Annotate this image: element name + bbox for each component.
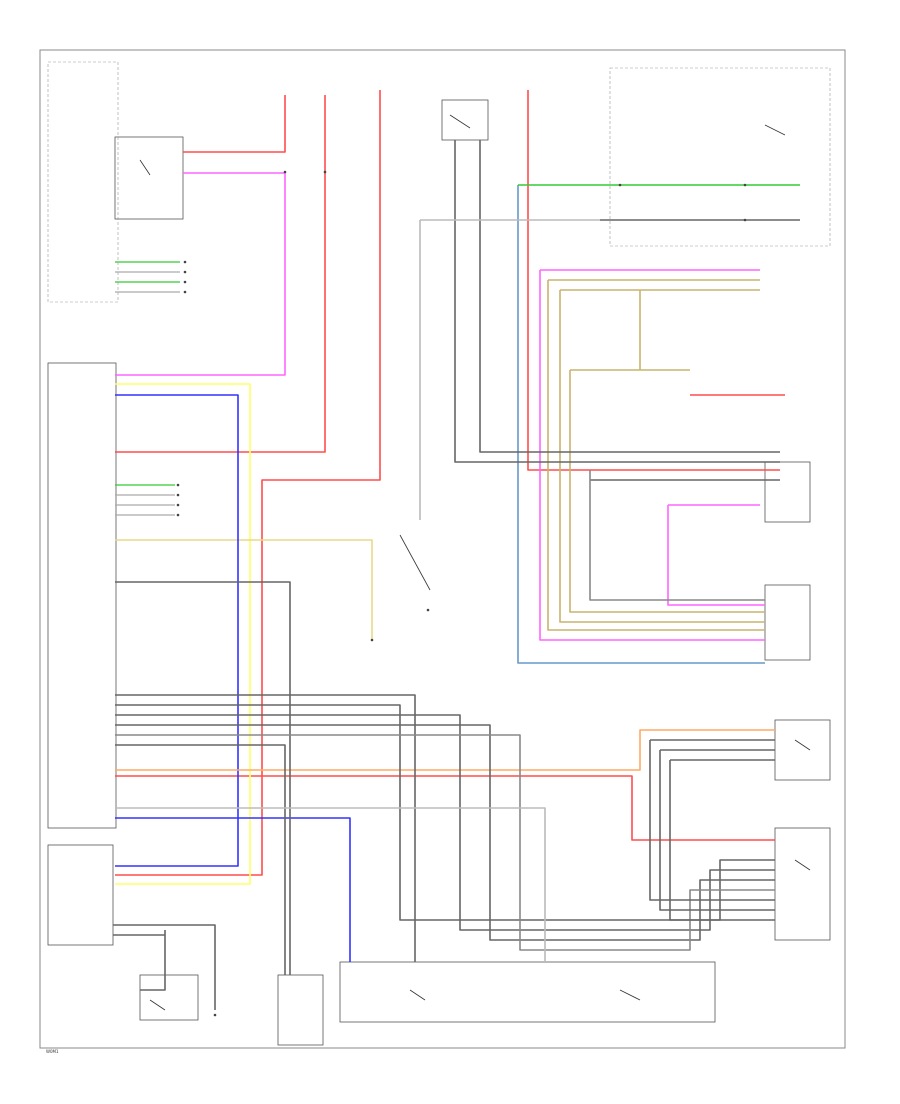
dot-14 (743, 183, 747, 187)
connector-box-upper (764, 461, 811, 523)
wire-gray-17 (669, 760, 775, 921)
wire-gray-20 (113, 924, 216, 1010)
dot-16 (213, 1013, 217, 1017)
wire-yellow-1 (115, 383, 251, 885)
wire-gray-8 (115, 714, 775, 931)
dashed-outlines (47, 61, 831, 303)
fuse-panel-outline (609, 67, 831, 247)
wire-gray-4 (589, 470, 765, 601)
dot-9 (176, 503, 180, 507)
pressure-contact (149, 999, 166, 1011)
wire-orange-1 (115, 729, 775, 771)
switch-contact-1 (139, 159, 151, 176)
wire-red-2 (527, 90, 780, 471)
wire-tan-8 (569, 370, 765, 613)
wire-blue-2 (115, 817, 351, 962)
dot-2 (283, 170, 287, 174)
wire-lightgray-1 (115, 807, 546, 962)
dot-12 (426, 608, 430, 612)
wire-red-1 (183, 95, 286, 153)
wire-gray-2 (479, 140, 780, 453)
left-panel-outline (47, 61, 119, 303)
sensor-box (277, 974, 324, 1046)
dot-13 (618, 183, 622, 187)
starter-relay-box (441, 99, 489, 141)
wires (113, 90, 800, 1010)
wire-red-3 (115, 90, 381, 876)
right-fan-contact (794, 859, 811, 871)
wire-pink-1 (115, 172, 286, 376)
connector-dots (176, 170, 747, 1017)
left-fan-contact (794, 739, 811, 751)
diagram-border (39, 49, 846, 1049)
wire-gray-18 (140, 930, 166, 991)
switch-symbols (139, 114, 811, 1011)
wire-gray-11 (115, 744, 286, 975)
dot-5 (183, 280, 187, 284)
wire-tan-5 (559, 290, 765, 623)
dot-6 (183, 290, 187, 294)
climate-control-module-box (47, 844, 114, 946)
wire-gray-10 (115, 734, 775, 951)
climate-control-switch-box (114, 136, 184, 220)
wire-tan-1 (115, 539, 373, 640)
left-fan-box (774, 719, 831, 781)
engine-module-box (764, 584, 811, 661)
dot-15 (743, 218, 747, 222)
dot-11 (370, 638, 374, 642)
wire-gray-1 (454, 140, 780, 463)
dot-8 (176, 493, 180, 497)
fuse-switch-contact (764, 124, 786, 136)
wire-gray-7 (115, 704, 775, 921)
wire-red-4 (115, 95, 326, 453)
pressure-switch-box (139, 974, 199, 1021)
switch-contact-2 (399, 534, 431, 591)
clutch-contact-2 (619, 989, 641, 1001)
dot-7 (176, 483, 180, 487)
dot-3 (183, 260, 187, 264)
wire-gray-14 (649, 740, 775, 901)
wire-stubs-left (115, 261, 180, 516)
wire-tan-4 (547, 280, 765, 631)
central-electronic-module-box (47, 362, 117, 829)
page-code: W0M1 (46, 1049, 59, 1054)
wire-pink-4 (667, 505, 765, 606)
wire-gray-6 (115, 694, 416, 962)
wire-gray-9 (115, 724, 775, 941)
wire-blue-1 (115, 394, 239, 867)
compressor-clutch-box (339, 961, 716, 1023)
wire-pink-3 (539, 270, 765, 641)
dot-10 (176, 513, 180, 517)
wire-gray-15 (659, 750, 775, 911)
dot-1 (323, 170, 327, 174)
wire-gray-5 (115, 581, 291, 975)
relay-contact (449, 114, 471, 129)
right-fan-box (774, 827, 831, 941)
wire-red-5 (115, 775, 775, 841)
component-boxes (47, 99, 831, 1046)
dot-4 (183, 270, 187, 274)
wire-lightblue-1 (517, 185, 765, 664)
clutch-contact-1 (409, 989, 426, 1001)
